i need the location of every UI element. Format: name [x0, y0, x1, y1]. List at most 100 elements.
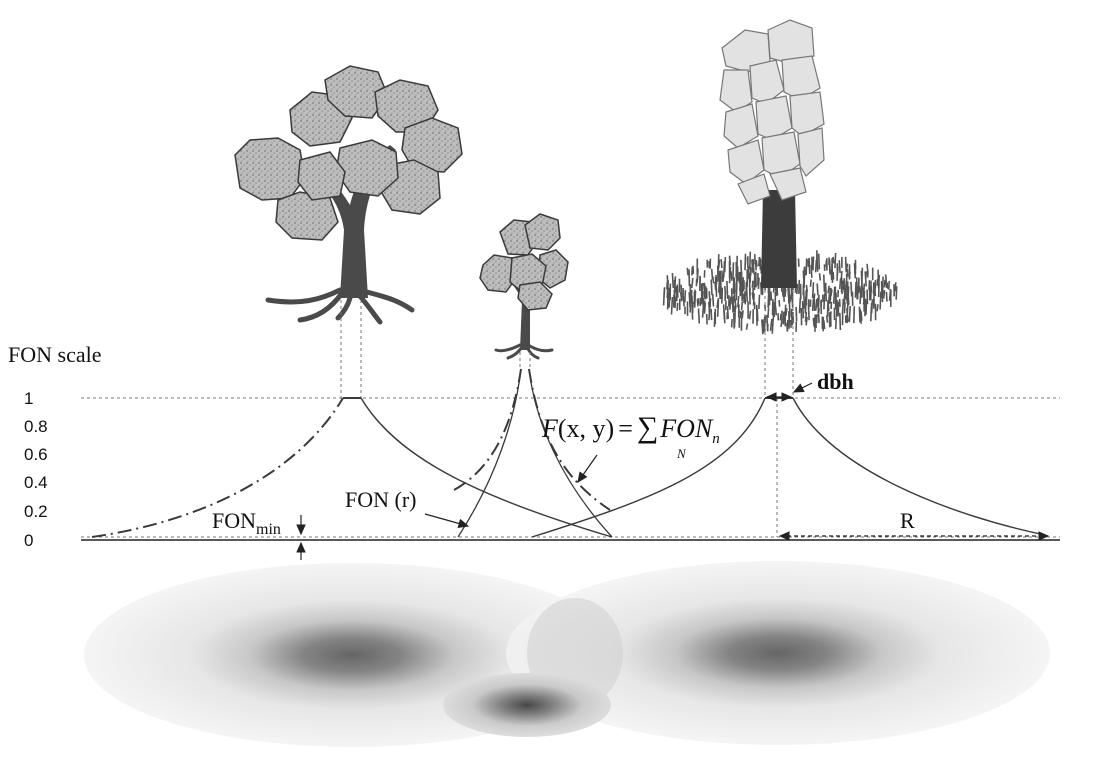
columnar-fon-left — [531, 397, 766, 538]
grass-blade — [839, 312, 842, 331]
grass-blade — [805, 258, 808, 276]
grass-blade — [733, 283, 736, 299]
grass-blade — [753, 273, 756, 288]
grass-blade — [704, 286, 708, 299]
grass-blade — [737, 296, 740, 308]
grass-blade — [853, 306, 856, 324]
grass-blade — [884, 274, 888, 288]
grass-blade — [820, 299, 823, 307]
grass-blade — [840, 284, 843, 293]
grass-blade — [679, 291, 683, 302]
grass-blade — [790, 312, 793, 325]
grass-blade — [772, 301, 775, 320]
grass-blade — [745, 284, 749, 302]
large-tree-canopy — [234, 65, 463, 241]
grass-blade — [795, 306, 798, 322]
columnar-tree-zone — [506, 561, 1050, 745]
grass-blade — [726, 306, 729, 319]
grass-blade — [798, 279, 801, 294]
fon-r-annotation: FON (r) — [345, 487, 470, 529]
grass-blade — [703, 302, 707, 314]
columnar-tree-crown — [719, 19, 825, 205]
grass-blade — [722, 261, 726, 278]
guide-lines — [81, 290, 1060, 538]
grass-blade — [720, 287, 723, 295]
grass-blade — [755, 259, 758, 267]
grass-blade — [815, 299, 818, 311]
large-tree-fon-right — [360, 397, 613, 538]
grass-blade — [805, 316, 808, 326]
grass-blade — [817, 253, 821, 270]
grass-blade — [823, 293, 826, 310]
grass-blade — [885, 291, 888, 302]
grass-blade — [759, 257, 762, 271]
small-tree-fon-left — [457, 368, 522, 538]
columnar-tree-grass — [662, 250, 898, 335]
grass-blade — [776, 287, 779, 296]
grass-blade — [670, 296, 674, 315]
grass-blade — [701, 310, 704, 318]
small-tree-canopy — [479, 213, 569, 311]
grass-blade — [860, 286, 864, 298]
grass-blade — [716, 303, 720, 317]
grass-blade — [888, 288, 892, 301]
grass-blade — [832, 256, 835, 264]
grass-blade — [860, 311, 863, 321]
grass-blade — [719, 276, 722, 293]
grass-blade — [726, 280, 729, 299]
formula-sum-index: N — [676, 446, 687, 461]
grass-blade — [781, 290, 784, 297]
grass-blade — [697, 308, 701, 324]
grass-blade — [722, 304, 726, 320]
grass-blade — [812, 256, 815, 271]
grass-blade — [729, 296, 732, 310]
grass-blade — [785, 308, 788, 316]
grass-blade — [784, 288, 787, 297]
grass-blade — [850, 281, 853, 297]
grass-blade — [816, 283, 819, 296]
grass-blade — [846, 269, 849, 277]
grass-blade — [859, 288, 862, 305]
sum-curve-left — [453, 368, 522, 491]
grass-blade — [876, 304, 879, 312]
grass-blade — [751, 292, 754, 300]
grass-blade — [716, 299, 719, 309]
grass-blade — [839, 278, 842, 290]
grass-blade — [780, 319, 783, 328]
small-broadleaf-tree — [479, 213, 569, 360]
grass-blade — [854, 264, 857, 275]
grass-blade — [728, 255, 731, 266]
grass-blade — [835, 299, 838, 318]
grass-blade — [807, 302, 810, 321]
dbh-annotation: dbh — [765, 369, 854, 402]
fon-curves — [91, 368, 1046, 538]
grass-blade — [827, 285, 830, 294]
y-tick-1: 1 — [24, 389, 33, 408]
grass-blade — [717, 254, 720, 271]
grass-blade — [711, 293, 715, 307]
grass-blade — [667, 287, 670, 300]
grass-blade — [805, 289, 808, 306]
grass-blade — [758, 294, 761, 310]
grass-blade — [787, 287, 790, 304]
grass-blade — [823, 274, 826, 292]
formula: F(x, y)=∑FONn — [541, 411, 720, 447]
dbh-pointer — [792, 382, 813, 393]
grass-blade — [720, 259, 723, 269]
grass-blade — [826, 301, 829, 317]
grass-blade — [771, 317, 774, 334]
y-tick-0.6: 0.6 — [24, 445, 48, 464]
grass-blade — [825, 315, 829, 323]
grass-blade — [748, 310, 752, 320]
grass-blade — [879, 291, 882, 310]
grass-blade — [732, 305, 736, 313]
y-tick-0.2: 0.2 — [24, 502, 48, 521]
grass-blade — [740, 301, 744, 311]
grass-blade — [666, 280, 669, 298]
grass-blade — [829, 287, 832, 300]
grass-blade — [778, 299, 781, 307]
grass-blade — [802, 285, 806, 303]
grass-blade — [882, 290, 886, 299]
grass-blade — [845, 263, 849, 271]
grass-blade — [838, 260, 841, 274]
